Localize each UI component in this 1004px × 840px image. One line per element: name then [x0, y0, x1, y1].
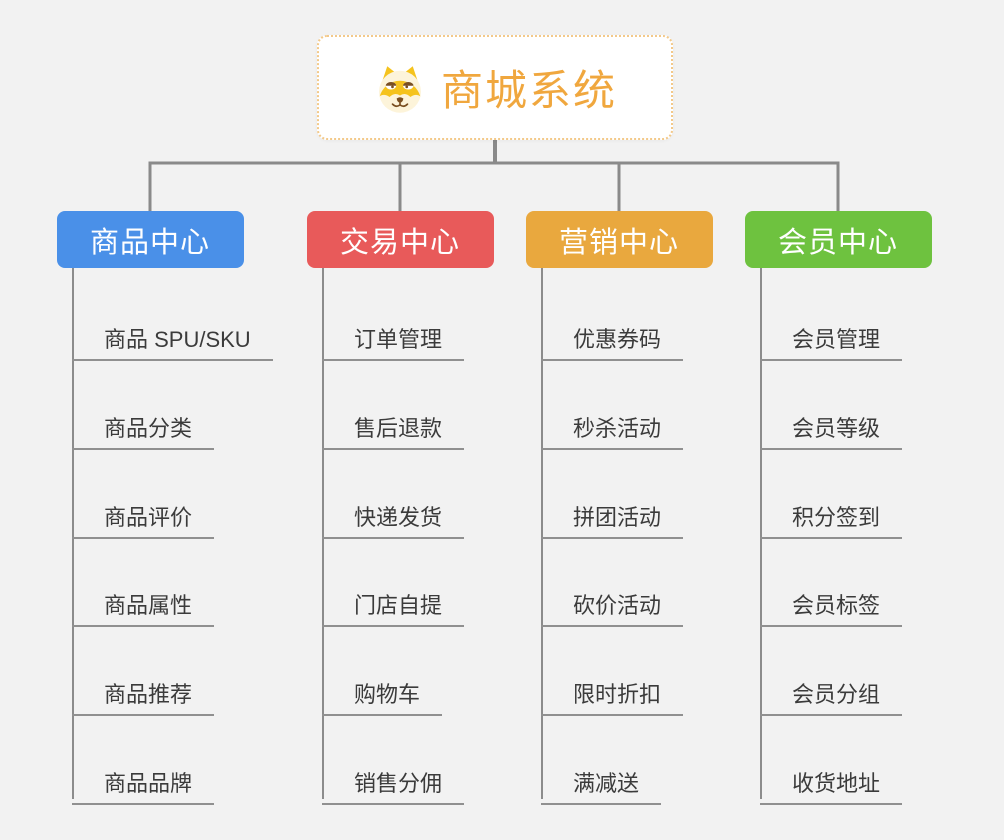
- child-node[interactable]: 收货地址: [760, 754, 903, 805]
- child-node[interactable]: 商品品牌: [72, 754, 215, 805]
- child-node[interactable]: 积分签到: [760, 488, 903, 539]
- branch-header-label: 营销中心: [558, 226, 679, 259]
- branch-header-label: 会员中心: [777, 226, 898, 259]
- child-node[interactable]: 商品评价: [72, 488, 215, 539]
- child-node[interactable]: 售后退款: [322, 399, 465, 450]
- root-title: 商城系统: [440, 67, 617, 114]
- branch-header-2[interactable]: 营销中心: [525, 211, 713, 268]
- branch-header-3[interactable]: 会员中心: [744, 211, 932, 268]
- child-node[interactable]: 商品属性: [72, 576, 215, 628]
- child-node[interactable]: 会员等级: [760, 399, 903, 450]
- child-node[interactable]: 门店自提: [322, 576, 465, 628]
- branch-header-1[interactable]: 交易中心: [306, 211, 494, 268]
- root-node[interactable]: 商城系统: [317, 35, 673, 140]
- dog-face-icon: [378, 65, 421, 113]
- branch-header-0[interactable]: 商品中心: [56, 211, 244, 268]
- child-node[interactable]: 拼团活动: [541, 488, 684, 539]
- child-node[interactable]: 满减送: [541, 754, 662, 805]
- child-node[interactable]: 商品推荐: [72, 665, 215, 717]
- child-node[interactable]: 砍价活动: [541, 576, 684, 628]
- branch-header-label: 商品中心: [89, 226, 210, 259]
- child-node[interactable]: 商品 SPU/SKU: [72, 310, 273, 361]
- child-node[interactable]: 会员标签: [760, 576, 903, 628]
- child-node[interactable]: 购物车: [322, 665, 443, 717]
- child-node[interactable]: 会员分组: [760, 665, 903, 717]
- child-node[interactable]: 订单管理: [322, 310, 465, 361]
- child-node[interactable]: 秒杀活动: [541, 399, 684, 450]
- child-node[interactable]: 销售分佣: [322, 754, 465, 805]
- child-node[interactable]: 限时折扣: [541, 665, 684, 717]
- child-node[interactable]: 商品分类: [72, 399, 215, 450]
- child-node[interactable]: 会员管理: [760, 310, 903, 361]
- child-node[interactable]: 优惠券码: [541, 310, 684, 361]
- branch-header-label: 交易中心: [339, 226, 460, 259]
- child-node[interactable]: 快递发货: [322, 488, 465, 539]
